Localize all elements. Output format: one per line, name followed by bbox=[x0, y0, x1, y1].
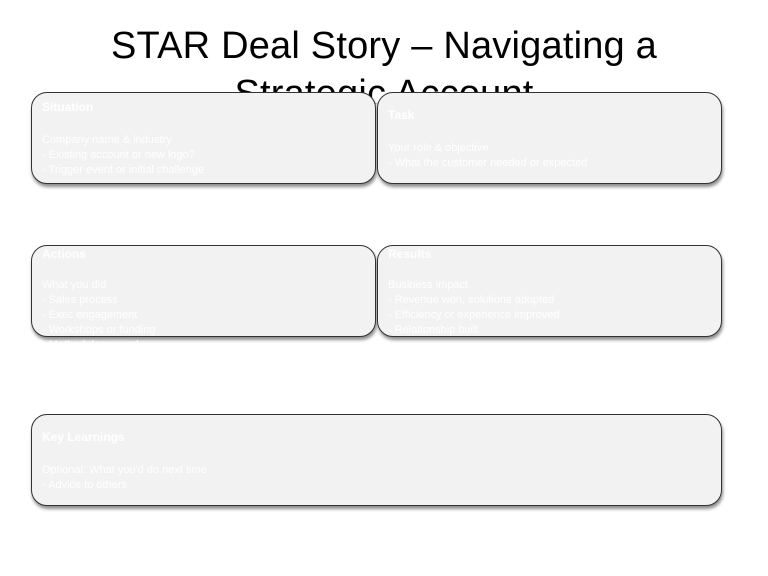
key-learnings-heading: Key Learnings bbox=[42, 430, 125, 444]
situation-line: Company name & industry bbox=[42, 134, 172, 146]
key-learnings-line: - Advice to others bbox=[42, 479, 127, 491]
situation-box: Situation Company name & industry - Exis… bbox=[31, 92, 376, 184]
actions-line: - Sales process bbox=[42, 294, 118, 306]
task-box: Task Your role & objective - What the cu… bbox=[377, 92, 722, 184]
results-line: - Relationship built bbox=[388, 324, 479, 336]
situation-line: - Trigger event or initial challenge bbox=[42, 164, 205, 176]
task-line: - What the customer needed or expected bbox=[388, 157, 588, 169]
situation-heading: Situation bbox=[42, 100, 94, 114]
results-line: - Revenue won, solutions adopted bbox=[388, 294, 555, 306]
actions-heading: Actions bbox=[42, 247, 87, 261]
situation-line: - Existing account or new logo? bbox=[42, 149, 195, 161]
key-learnings-box: Key Learnings Optional: What you'd do ne… bbox=[31, 414, 722, 506]
results-line: - Efficiency or experience improved bbox=[388, 309, 560, 321]
actions-box: Actions What you did - Sales process - E… bbox=[31, 245, 376, 351]
task-heading: Task bbox=[388, 108, 415, 122]
key-learnings-line: Optional: What you'd do next time bbox=[42, 464, 207, 476]
results-line: Business impact bbox=[388, 279, 469, 291]
slide-title: STAR Deal Story – Navigating a Strategic… bbox=[111, 25, 657, 104]
actions-line: - Methodology used bbox=[42, 339, 139, 351]
actions-line: What you did bbox=[42, 279, 107, 291]
actions-line: - Exec engagement bbox=[42, 309, 138, 321]
results-box: Results Business impact - Revenue won, s… bbox=[377, 245, 722, 337]
results-heading: Results bbox=[388, 247, 432, 261]
task-line: Your role & objective bbox=[388, 142, 489, 154]
actions-line: - Workshops or funding bbox=[42, 324, 156, 336]
